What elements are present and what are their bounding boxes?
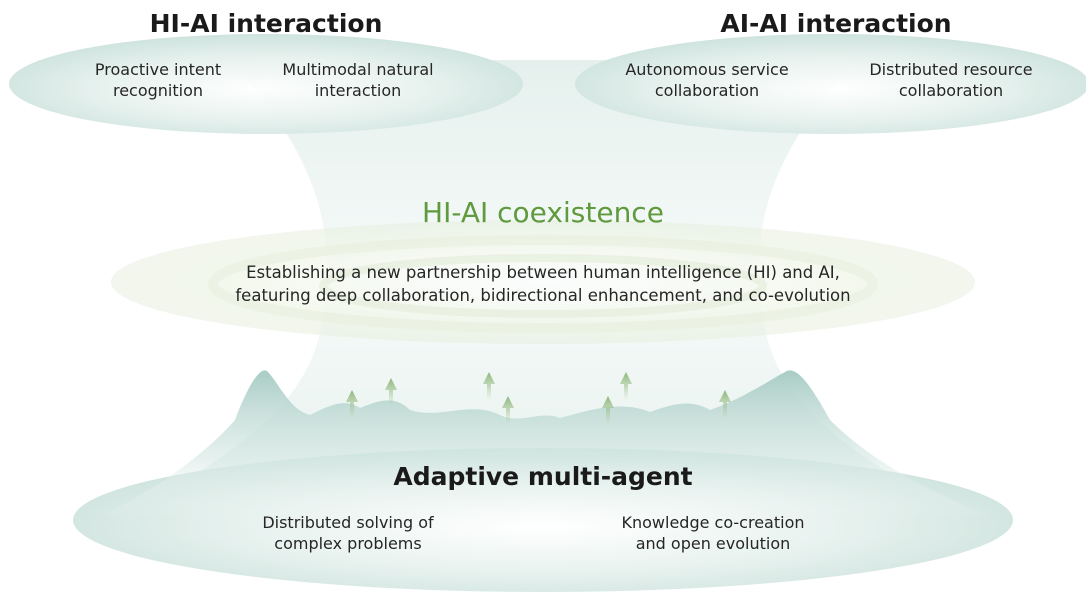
ai-ai-ellipse	[575, 34, 1086, 134]
multi-agent-item-knowledge-cocreation: Knowledge co-creation and open evolution	[621, 513, 805, 553]
coexistence-ring-inner	[319, 254, 767, 318]
arrow-up-icon	[602, 396, 614, 424]
ai-ai-item-autonomous-service: Autonomous service collaboration	[625, 60, 789, 100]
multi-agent-title: Adaptive multi-agent	[393, 462, 693, 491]
ai-ai-item-distributed-resource: Distributed resource collaboration	[869, 60, 1033, 100]
arrow-up-icon	[346, 390, 358, 418]
arrow-up-icon	[385, 378, 397, 406]
coexistence-ring-mid	[208, 235, 878, 333]
hi-ai-item-proactive-intent: Proactive intent recognition	[94, 60, 222, 100]
arrow-up-icon	[620, 372, 632, 400]
arrow-up-icon	[502, 396, 514, 424]
mountains	[90, 370, 1000, 520]
coexistence-title: HI-AI coexistence	[422, 196, 664, 229]
hi-ai-interaction-title: HI-AI interaction	[149, 9, 383, 38]
hi-ai-item-multimodal: Multimodal natural interaction	[282, 60, 434, 100]
arrow-up-icon	[719, 390, 731, 418]
multi-agent-item-distributed-solving: Distributed solving of complex problems	[262, 513, 434, 553]
upward-arrows	[346, 372, 731, 424]
hi-ai-ellipse	[9, 34, 523, 134]
coexistence-description: Establishing a new partnership between h…	[235, 263, 851, 305]
arrow-up-icon	[483, 372, 495, 400]
ai-ai-interaction-title: AI-AI interaction	[720, 9, 952, 38]
